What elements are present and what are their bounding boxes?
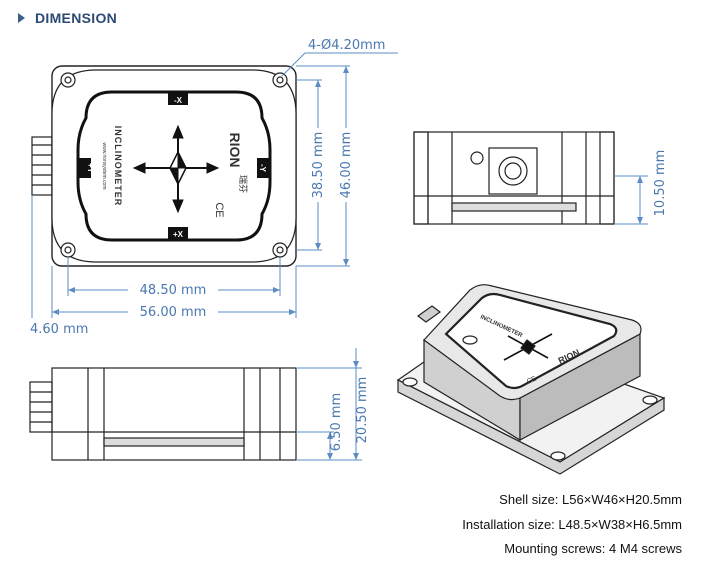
side-view-dimension: [296, 348, 362, 461]
axis-label-minus-y: -Y: [258, 164, 267, 173]
dim-outer-width: 56.00 mm: [140, 305, 207, 320]
section-title: DIMENSION: [35, 10, 118, 26]
spec-mounting-screws: Mounting screws: 4 M4 screws: [504, 541, 682, 556]
axis-label-plus-x: +X: [173, 230, 184, 239]
section-header: DIMENSION: [18, 8, 117, 28]
triangle-bullet-icon: [18, 13, 25, 23]
top-view-dimension-labels: 4-Ø4.20mm 48.50 mm 56.00 mm 4.60 mm 38.5…: [30, 38, 385, 337]
spec-value: L56×W46×H20.5mm: [562, 492, 682, 507]
ce-mark: CE: [213, 202, 225, 217]
axis-cross-icon: [132, 124, 220, 214]
side-connector: [31, 136, 53, 196]
axis-tabs: [79, 93, 269, 239]
dim-inner-height: 38.50 mm: [311, 132, 326, 199]
device-name: INCLINOMETER: [113, 126, 123, 207]
spec-value: 4 M4 screws: [609, 541, 682, 556]
brand-logo: RION: [227, 133, 243, 168]
spec-shell-size: Shell size: L56×W46×H20.5mm: [499, 492, 682, 507]
dim-outer-height: 46.00 mm: [339, 132, 354, 199]
dim-inner-width: 48.50 mm: [140, 283, 207, 298]
end-view-dimension: [614, 175, 648, 225]
brand-logo-cn: 瑞芬: [238, 175, 249, 193]
top-view: -X +X +Y -Y INCLINOMETER www.rionsystem.…: [31, 65, 297, 267]
end-view: [413, 131, 615, 225]
axis-label-plus-y: +Y: [86, 163, 95, 174]
spec-value: L48.5×W38×H6.5mm: [558, 517, 682, 532]
spec-label: Mounting screws:: [504, 541, 606, 556]
dim-flange-offset: 4.60 mm: [30, 322, 88, 337]
spec-label: Installation size:: [462, 517, 555, 532]
dim-total-height: 20.50 mm: [355, 377, 370, 444]
iso-ce-mark: CE: [526, 375, 538, 386]
dim-base-height: 6.50 mm: [329, 393, 344, 451]
dim-hole-diameter: 4-Ø4.20mm: [308, 38, 385, 53]
mounting-holes: [60, 72, 288, 258]
dim-side-height: 10.50 mm: [653, 150, 668, 217]
side-view: [29, 367, 297, 461]
isometric-view: [396, 284, 666, 475]
axis-label-minus-x: -X: [174, 96, 183, 105]
spec-label: Shell size:: [499, 492, 559, 507]
device-website: www.rionsystem.com: [101, 143, 107, 190]
spec-installation-size: Installation size: L48.5×W38×H6.5mm: [462, 517, 682, 532]
